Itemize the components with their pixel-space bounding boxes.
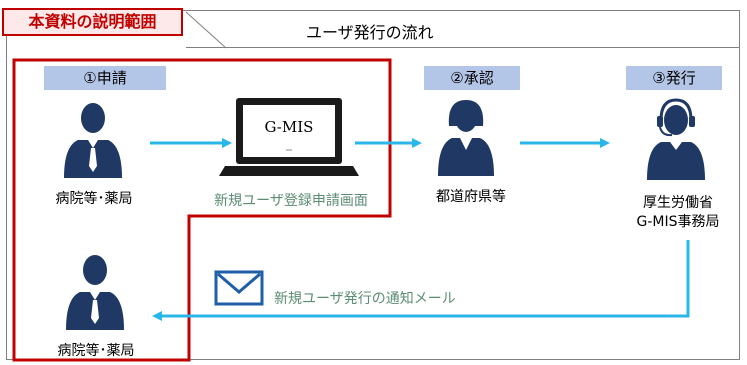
mail-icon: [214, 270, 264, 306]
mhlw-label-line1: 厚生労働省: [643, 195, 713, 211]
arrow-notify: [162, 240, 690, 318]
prefecture-label: 都道府県等: [436, 189, 506, 205]
person-hospital-top-icon: [64, 103, 122, 178]
step-issue-badge: ③発行: [626, 66, 722, 90]
arrow-approve-head: [600, 138, 610, 148]
title-tab: [186, 10, 740, 48]
title-tab-edge: [185, 11, 227, 49]
arrow-apply-1-head: [222, 138, 232, 148]
hospital-top-label: 病院等･薬局: [55, 191, 133, 207]
person-headset-icon: [647, 98, 705, 180]
notification-label: 新規ユーザ発行の通知メール: [274, 291, 456, 307]
scope-outline: [12, 58, 392, 362]
step-apply-badge: ①申請: [44, 66, 166, 90]
hospital-bottom-label: 病院等･薬局: [57, 343, 135, 359]
laptop-icon: [219, 98, 359, 176]
arrow-notify-head: [152, 311, 162, 321]
laptop-screen-text: G-MIS: [264, 118, 314, 136]
arrow-apply-2-head: [412, 138, 422, 148]
scope-label: 本資料の説明範囲: [2, 8, 183, 36]
laptop-caption: 新規ユーザ登録申請画面: [214, 193, 368, 209]
person-hospital-bottom-icon: [66, 255, 124, 330]
mhlw-label-line2: G-MIS事務局: [636, 214, 720, 230]
person-prefecture-icon: [438, 100, 494, 176]
step-approve-badge: ②承認: [424, 66, 520, 90]
diagram-title: ユーザ発行の流れ: [306, 23, 434, 42]
diagram-frame: [6, 10, 740, 360]
